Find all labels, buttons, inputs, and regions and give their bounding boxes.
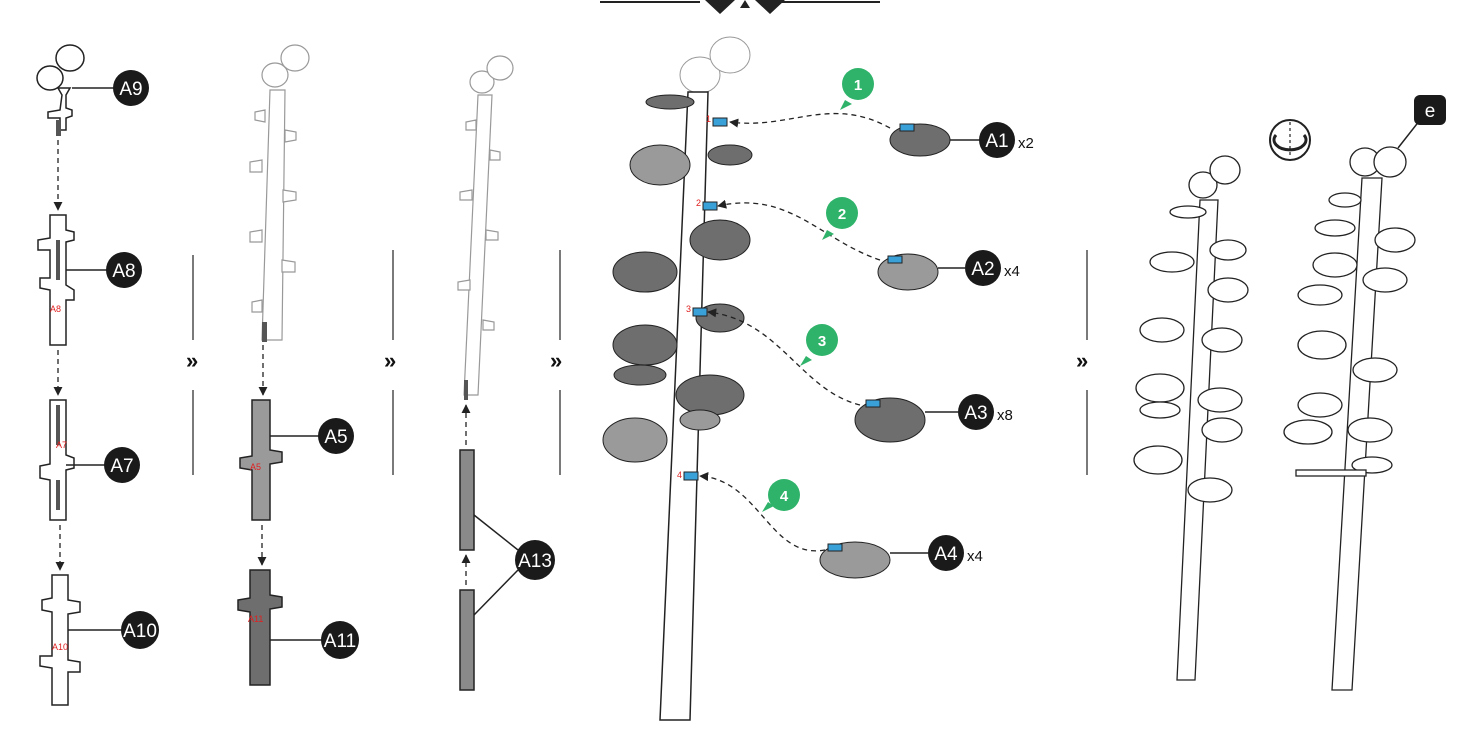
label-A11: A11 — [324, 631, 356, 652]
step-bubble-1 — [842, 68, 874, 100]
next-arrow-1: » — [186, 348, 198, 373]
step-4: 4 A4 x4 — [762, 479, 983, 579]
finished-tree-front — [1133, 155, 1249, 681]
divider-2: » — [384, 250, 396, 475]
label-badge-A10: A10 — [68, 611, 159, 649]
label-badge-A13: A13 — [473, 514, 555, 616]
badge-e-label: e — [1425, 101, 1436, 122]
part-mark-A7: A7 — [56, 440, 67, 450]
step-bubble-3 — [806, 324, 838, 356]
label-A8: A8 — [112, 261, 135, 282]
label-badge-A8: A8 — [66, 252, 142, 288]
badge-e: e — [1397, 95, 1446, 149]
finished-tree-side — [1283, 146, 1416, 691]
label-A5: A5 — [324, 427, 347, 448]
label-badge-A11: A11 — [270, 621, 359, 659]
step-number-2: 2 — [838, 206, 846, 223]
divider-3: » — [550, 250, 562, 475]
next-arrow-3: » — [550, 348, 562, 373]
label-A7: A7 — [110, 456, 133, 477]
part-A8-drawing: A8 — [37, 214, 75, 346]
panel-2: A5 A11 A5 A11 — [237, 44, 359, 686]
part-A9-drawing — [36, 44, 85, 136]
part-A13-upper — [459, 449, 475, 551]
divider-1: » — [186, 255, 198, 475]
label-badge-A7: A7 — [66, 447, 140, 483]
part-A7-drawing: A7 — [39, 399, 75, 521]
assembled-upper-outline — [249, 44, 310, 341]
part-mark-A11: A11 — [248, 614, 263, 624]
panel-3: A13 — [457, 55, 555, 691]
part-A10-drawing: A10 — [39, 574, 81, 706]
next-arrow-4: » — [1076, 348, 1088, 373]
label-badge-A9: A9 — [72, 70, 149, 106]
divider-4: » — [1076, 250, 1088, 475]
slot-mark-4: 4 — [677, 470, 682, 480]
label-A4: A4 — [934, 544, 958, 565]
part-A1-drawing — [889, 123, 951, 157]
qty-A1: x2 — [1018, 135, 1034, 152]
panel-1: A8 A7 A10 A9 A8 A7 — [36, 44, 159, 706]
qty-A4: x4 — [967, 548, 983, 565]
slot-mark-2: 2 — [696, 198, 701, 208]
part-mark-A10: A10 — [52, 642, 68, 652]
step-number-3: 3 — [818, 333, 826, 350]
panel-4: 1 2 3 4 1 A1 x2 2 — [602, 36, 1034, 721]
step-1: 1 A1 x2 — [840, 68, 1034, 158]
step-number-1: 1 — [854, 77, 862, 94]
qty-A3: x8 — [997, 407, 1013, 424]
part-A2-drawing — [877, 253, 939, 291]
step-bubble-2 — [826, 197, 858, 229]
label-badge-A5: A5 — [270, 418, 354, 454]
label-A1: A1 — [985, 131, 1008, 152]
part-mark-A8: A8 — [50, 304, 61, 314]
label-A13: A13 — [518, 551, 552, 572]
header-ornament — [600, 0, 880, 14]
step-3: 3 A3 x8 — [800, 324, 1013, 443]
label-A9: A9 — [119, 79, 142, 100]
step-bubble-4 — [768, 479, 800, 511]
step-2: 2 A2 x4 — [822, 197, 1020, 291]
slot-mark-1: 1 — [706, 114, 711, 124]
label-A10: A10 — [123, 621, 157, 642]
qty-A2: x4 — [1004, 263, 1020, 280]
next-arrow-2: » — [384, 348, 396, 373]
part-A3-drawing — [854, 397, 926, 443]
label-A3: A3 — [964, 403, 987, 424]
part-A13-lower — [459, 589, 475, 691]
main-assembly: 1 2 3 4 — [602, 36, 753, 721]
step-number-4: 4 — [780, 488, 789, 505]
rotate-icon — [1269, 119, 1311, 161]
panel-5: e — [1133, 95, 1446, 691]
part-A11-drawing: A11 — [237, 569, 283, 686]
assembled-stem-outline — [457, 55, 514, 396]
label-A2: A2 — [971, 259, 994, 280]
part-A5-drawing: A5 — [239, 399, 283, 521]
part-mark-A5: A5 — [250, 462, 261, 472]
slot-mark-3: 3 — [686, 304, 691, 314]
